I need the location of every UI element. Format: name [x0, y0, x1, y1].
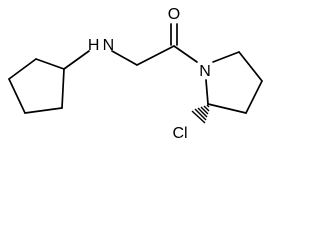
chemical-structure: O H N N Cl [8, 6, 263, 142]
amine-nitrogen-label: H N [88, 37, 114, 54]
bond [35, 58, 65, 70]
bond [111, 50, 138, 66]
cyclopentyl-ring [8, 58, 65, 114]
oxygen-atom-label: O [168, 6, 180, 23]
bond [238, 51, 263, 82]
bond [205, 79, 209, 105]
bond [245, 80, 263, 114]
bond [173, 45, 198, 63]
ring-nitrogen-label: N [199, 63, 211, 80]
chlorine-atom-label: Cl [172, 125, 187, 142]
bond [63, 50, 90, 70]
bond [136, 45, 175, 66]
bond [8, 78, 26, 114]
bond [8, 58, 37, 80]
carbonyl-double-bond [170, 23, 178, 46]
bond [24, 107, 63, 114]
bond [212, 51, 240, 63]
bond [207, 103, 247, 114]
bond [61, 68, 65, 109]
pyrrolidine-ring [205, 51, 263, 114]
hashed-wedge-bond [191, 104, 210, 124]
